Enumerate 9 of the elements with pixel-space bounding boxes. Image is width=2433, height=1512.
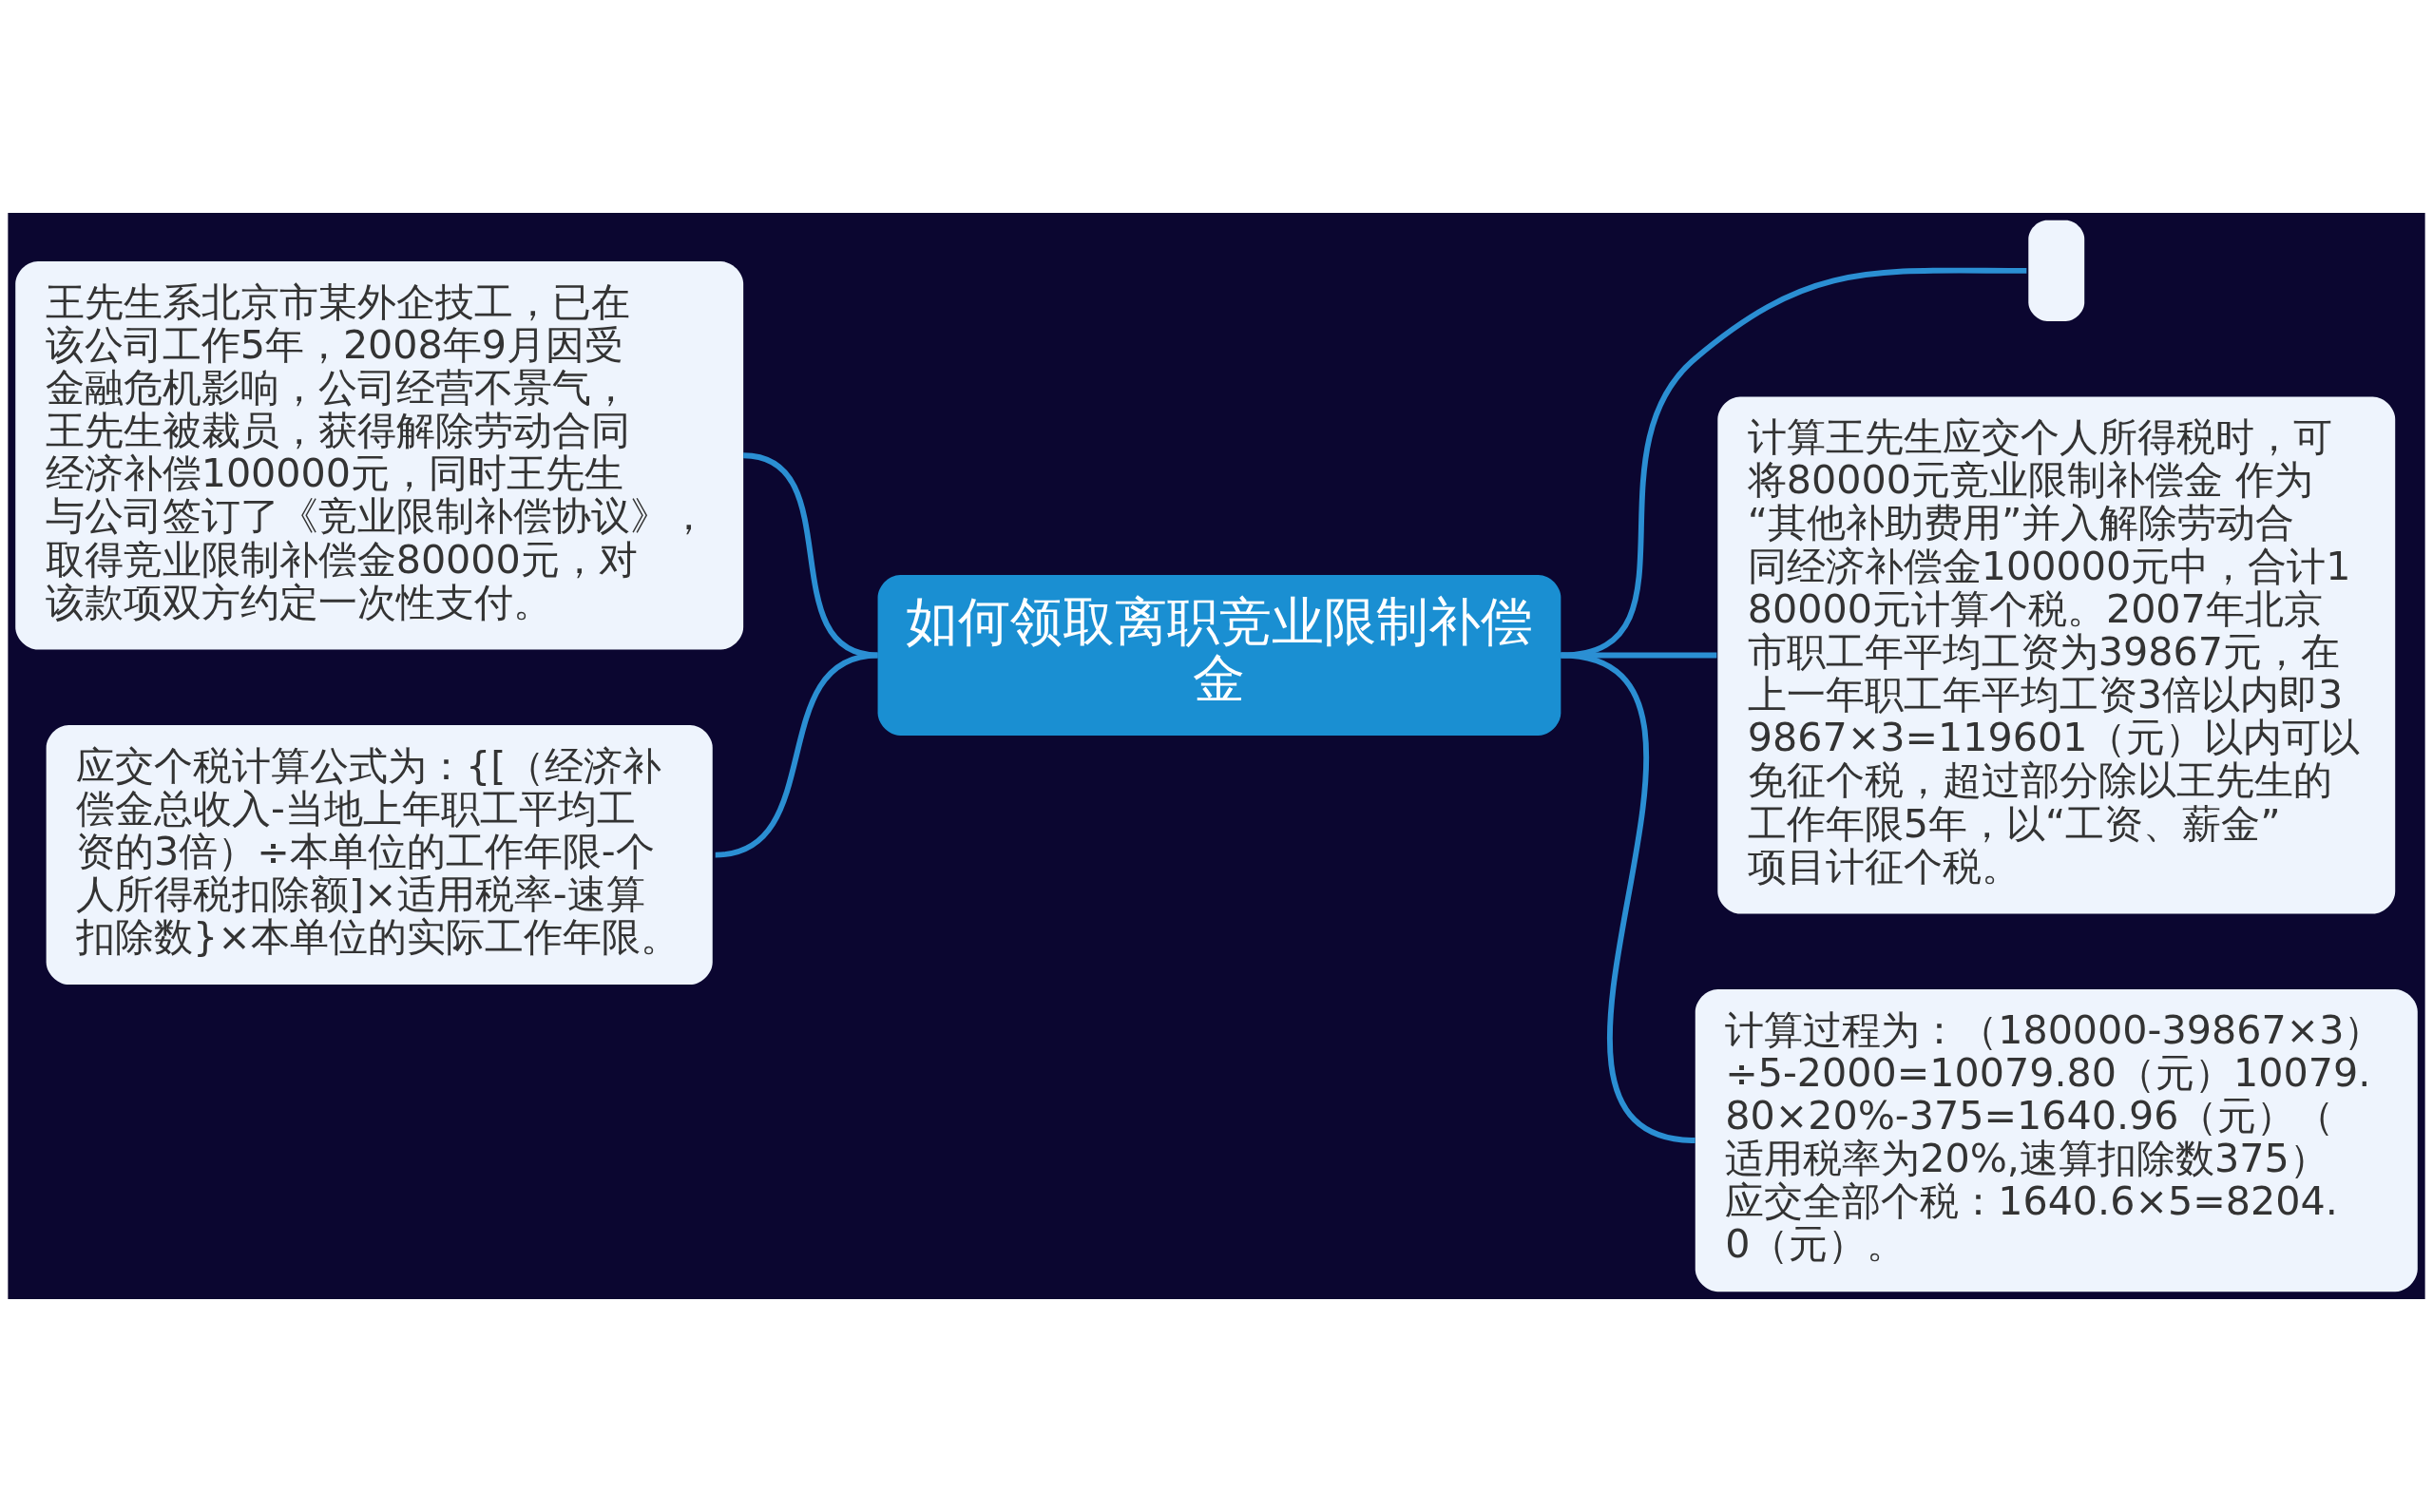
connector: [1560, 267, 2027, 659]
connector: [1560, 652, 1696, 1143]
node-box: 计算王先生应交个人所得税时，可将80000元竞业限制补偿金 作为“其他补助费用”并入解除劳动合同经济补偿金100000元中，合计180000元计算个税。2007年北京市职工年平均工资为39867元，在上一年职工年平均工资3倍以内即39867×3=119601（元）以内可以免征个税，超过部分除以王先生的工作年限5年，以“工资、薪金”项目计征个税。: [1717, 396, 2396, 914]
node-box: 如何领取离职竞业限制补偿金: [877, 575, 1561, 736]
node-box: 计算过程为：（180000-39867×3）÷5-2000=10079.80（元）10079.80×20%-375=1640.96（元）（适用税率为20%,速算扣除数375）应交全部个税：1640.6×5=8204.0（元）。: [1695, 989, 2418, 1292]
node-box: [2028, 220, 2085, 321]
node-box: 应交个税计算公式为：{[（经济补偿金总收入-当地上年职工平均工资的3倍）÷本单位的工作年限-个人所得税扣除额]×适用税率-速算扣除数}×本单位的实际工作年限。: [46, 725, 713, 986]
node-box: 王先生系北京市某外企技工，已在该公司工作5年，2008年9月因受金融危机影响，公司经营不景气，王先生被裁员，获得解除劳动合同经济补偿100000元，同时王先生与公司签订了《竞业限制补偿协议》，取得竞业限制补偿金80000元，对该款项双方约定一次性支付。: [15, 261, 744, 650]
connector: [715, 652, 878, 858]
